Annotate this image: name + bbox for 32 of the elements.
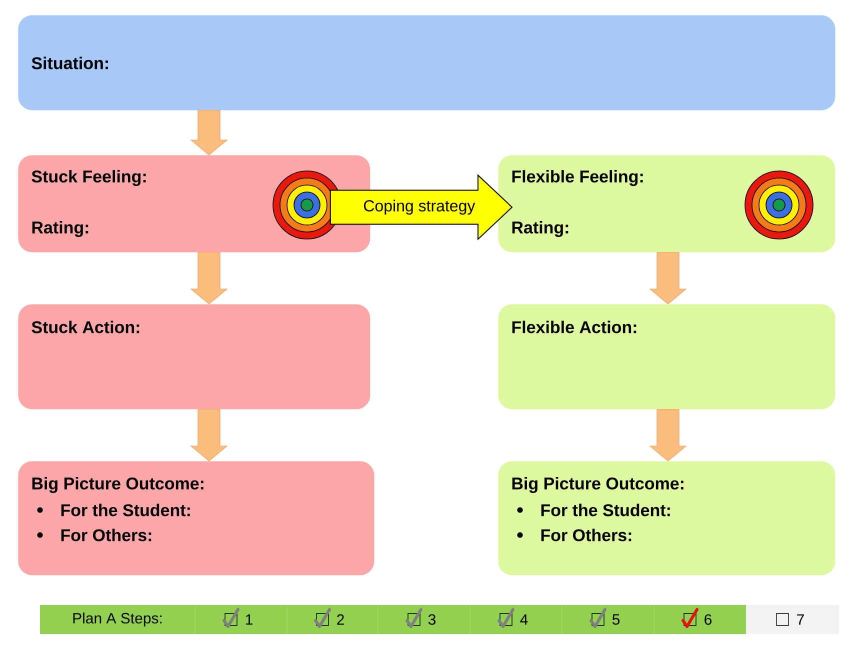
- rounded-box: [18, 461, 374, 576]
- table-cell: Plan A Steps:: [40, 605, 195, 634]
- rounded-box: [18, 304, 370, 410]
- node-text: Rating:: [32, 221, 88, 237]
- table-cell: 4: [470, 605, 562, 634]
- node-text: Big Picture Outcome:: [32, 477, 204, 493]
- node-text: For the Student:: [61, 504, 190, 516]
- rounded-box: [498, 304, 836, 410]
- node-text: Stuck Action:: [32, 320, 140, 334]
- block-arrow: [649, 409, 687, 462]
- block-arrow: [649, 252, 687, 304]
- node-text: Flexible Action:: [512, 320, 636, 334]
- table-cell: 7: [746, 605, 839, 634]
- table-cell: 1: [195, 605, 287, 634]
- block-arrow: [190, 110, 228, 156]
- edge-label: Coping strategy: [362, 198, 476, 216]
- node-text: For Others:: [541, 528, 632, 542]
- node-text: Stuck Feeling:: [32, 170, 146, 186]
- node-text: For the Student:: [541, 504, 670, 516]
- table-cell: 2: [287, 605, 378, 634]
- table-cell: 6: [654, 605, 746, 634]
- node-text: Rating:: [512, 221, 568, 237]
- node-text: Flexible Feeling:: [512, 170, 643, 186]
- table-cell: 3: [378, 605, 470, 634]
- rounded-box: [18, 15, 836, 110]
- table-cell: 5: [562, 605, 654, 634]
- block-arrow: [190, 409, 228, 462]
- node-text: Situation:: [32, 56, 108, 70]
- block-arrow: [190, 252, 228, 304]
- rounded-box: [498, 461, 836, 576]
- node-text: For Others:: [61, 528, 152, 542]
- node-text: Big Picture Outcome:: [512, 477, 684, 493]
